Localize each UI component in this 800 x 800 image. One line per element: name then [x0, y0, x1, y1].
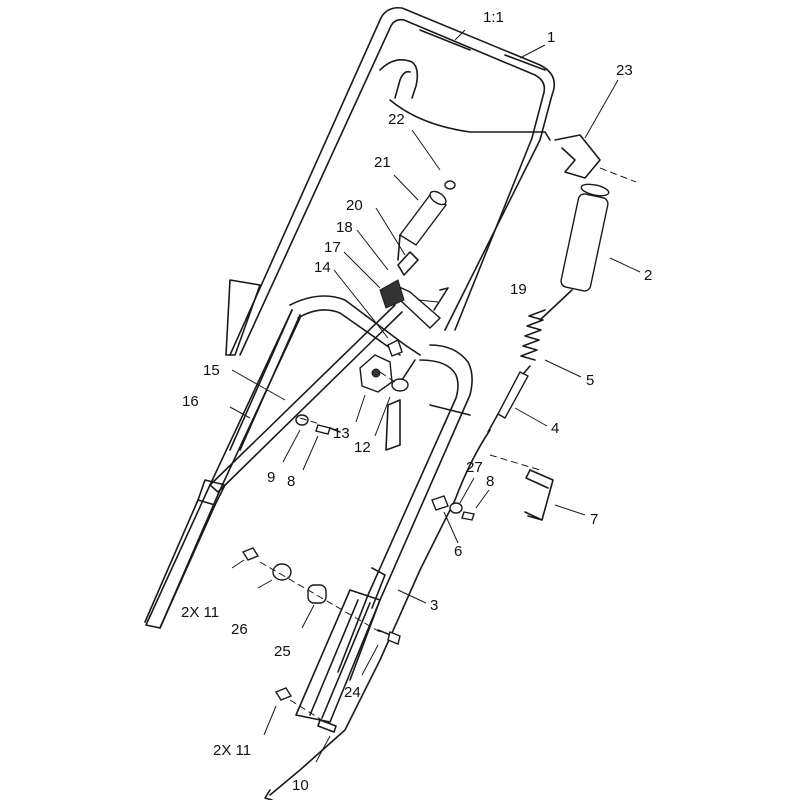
callout-16: 16 — [182, 393, 199, 410]
callout-12: 12 — [354, 439, 371, 456]
callout-18: 18 — [336, 219, 353, 236]
hardware-small — [295, 414, 475, 521]
callout-15: 15 — [203, 362, 220, 379]
callout-3: 3 — [430, 597, 438, 614]
callout-21: 21 — [374, 154, 391, 171]
spring-part-5 — [517, 289, 573, 381]
callout-8-right: 8 — [486, 473, 494, 490]
callout-2: 2 — [644, 267, 652, 284]
assembly-center-lines — [259, 167, 637, 723]
callout-19: 19 — [510, 281, 527, 298]
callout-20: 20 — [346, 197, 363, 214]
scale-label: 1:1 — [483, 9, 504, 26]
callout-23: 23 — [616, 62, 633, 79]
callout-5: 5 — [586, 372, 594, 389]
callout-22: 22 — [388, 111, 405, 128]
callout-24: 24 — [344, 684, 361, 701]
callout-6: 6 — [454, 543, 462, 560]
callout-7: 7 — [590, 511, 598, 528]
callout-1: 1 — [547, 29, 555, 46]
callout-14: 14 — [314, 259, 331, 276]
callout-11-lower: 2X 11 — [213, 742, 251, 759]
knob-assembly — [359, 339, 409, 393]
lower-handle-frame — [229, 295, 473, 723]
bracket-part-7 — [524, 469, 554, 521]
side-rail-left — [144, 304, 403, 629]
callout-27: 27 — [466, 459, 483, 476]
callout-labels: 1:1 1 2 3 4 5 6 7 8 8 9 10 2X 11 2X 11 1… — [181, 9, 652, 794]
leader-lines — [229, 29, 641, 763]
control-cable — [264, 429, 491, 800]
callout-8-left: 8 — [287, 473, 295, 490]
upper-handle — [225, 6, 601, 356]
grip-part-2 — [560, 183, 610, 292]
callout-25: 25 — [274, 643, 291, 660]
lever-assembly — [379, 180, 456, 329]
callout-10: 10 — [292, 777, 309, 794]
callout-26: 26 — [231, 621, 248, 638]
callout-17: 17 — [324, 239, 341, 256]
callout-9: 9 — [267, 469, 275, 486]
callout-4: 4 — [551, 420, 559, 437]
hardware-lower — [241, 547, 401, 733]
link-part-4 — [487, 371, 529, 433]
callout-11-upper: 2X 11 — [181, 604, 219, 621]
callout-13-low: 13 — [333, 425, 350, 442]
